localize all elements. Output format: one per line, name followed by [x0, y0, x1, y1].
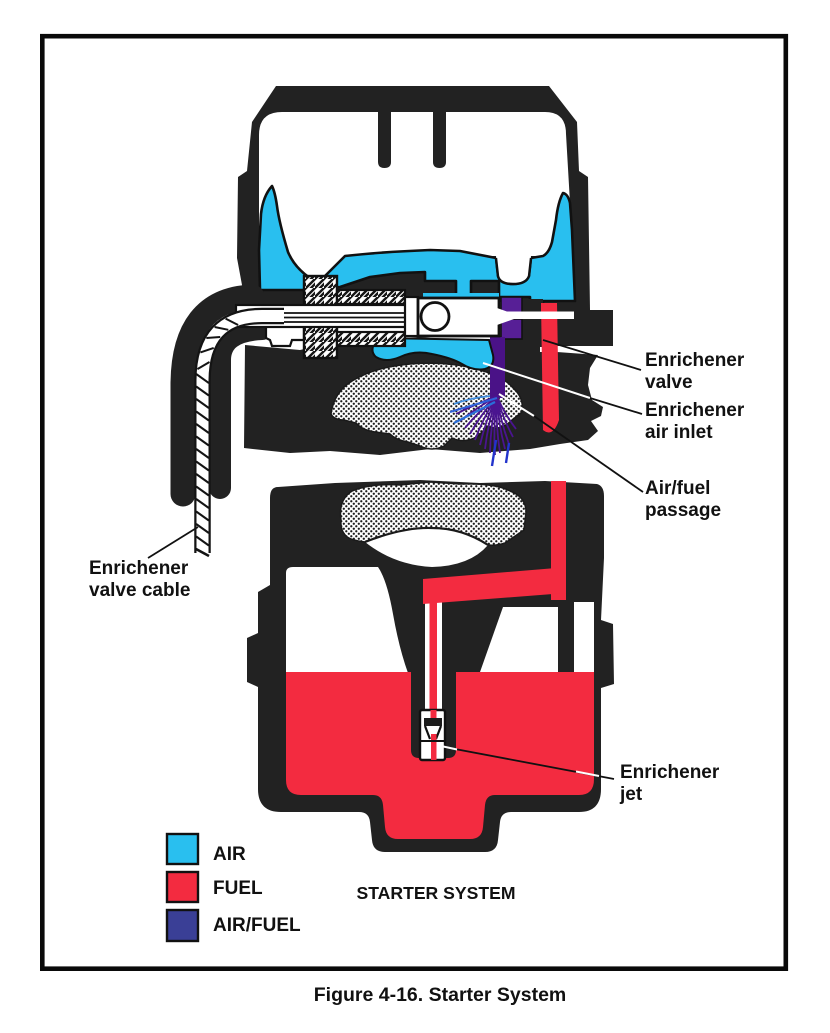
svg-text:Air/fuel: Air/fuel: [645, 478, 710, 499]
svg-text:Enrichener: Enrichener: [645, 400, 745, 421]
svg-text:Figure 4-16. Starter System: Figure 4-16. Starter System: [314, 984, 567, 1006]
svg-text:AIR/FUEL: AIR/FUEL: [213, 915, 301, 936]
svg-text:AIR: AIR: [213, 844, 246, 865]
svg-text:Enrichener: Enrichener: [645, 350, 745, 371]
svg-text:jet: jet: [619, 784, 643, 805]
svg-text:STARTER SYSTEM: STARTER SYSTEM: [356, 883, 515, 903]
svg-text:passage: passage: [645, 500, 721, 521]
svg-text:air inlet: air inlet: [645, 422, 713, 443]
svg-text:valve cable: valve cable: [89, 580, 190, 601]
svg-text:Enrichener: Enrichener: [89, 558, 189, 579]
svg-text:valve: valve: [645, 372, 693, 393]
svg-text:FUEL: FUEL: [213, 878, 263, 899]
svg-text:Enrichener: Enrichener: [620, 762, 720, 783]
